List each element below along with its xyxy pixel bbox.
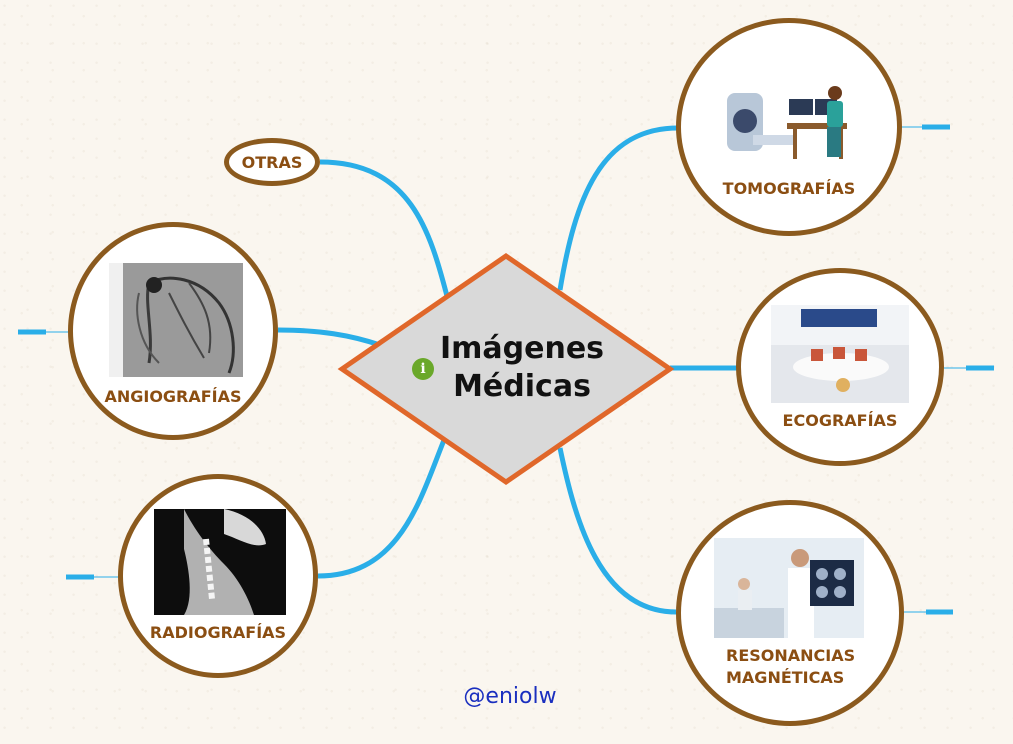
node-otras[interactable]: OTRAS — [224, 138, 320, 186]
node-resonancias-label-line1: RESONANCIAS — [726, 646, 856, 665]
doctor-mri-image — [714, 538, 864, 638]
connector-tomografias — [557, 125, 679, 291]
connector-resonancias — [557, 447, 677, 615]
node-otras-label: OTRAS — [241, 152, 303, 172]
connector-otras — [319, 159, 451, 301]
node-ecografias[interactable]: ECOGRAFÍAS — [736, 268, 944, 466]
node-radiografias[interactable]: RADIOGRAFÍAS — [118, 474, 318, 678]
ct-scanner-image — [723, 79, 863, 175]
ultrasound-image — [771, 305, 909, 403]
connector-angiografias — [277, 327, 381, 348]
xray-neck-image — [154, 509, 286, 615]
node-tomografias[interactable]: TOMOGRAFÍAS — [676, 18, 902, 236]
author-handle: @eniolw — [463, 684, 557, 709]
central-diamond — [337, 252, 675, 486]
node-resonancias[interactable]: RESONANCIAS MAGNÉTICAS — [676, 500, 904, 726]
angiogram-image — [109, 263, 243, 377]
info-icon[interactable]: i — [412, 358, 434, 380]
node-ecografias-label: ECOGRAFÍAS — [782, 411, 898, 430]
connector-radiografias — [317, 439, 447, 579]
node-angiografias[interactable]: ANGIOGRAFÍAS — [68, 222, 278, 440]
central-title-line2: Médicas — [453, 369, 591, 404]
node-resonancias-label: RESONANCIAS MAGNÉTICAS — [726, 645, 899, 689]
central-title-line1: Imágenes — [439, 331, 605, 366]
node-tomografias-label: TOMOGRAFÍAS — [722, 179, 856, 198]
node-radiografias-label: RADIOGRAFÍAS — [149, 623, 287, 642]
central-topic[interactable]: Imágenes Médicas — [432, 330, 612, 406]
node-resonancias-label-line2: MAGNÉTICAS — [726, 668, 845, 687]
node-angiografias-label: ANGIOGRAFÍAS — [104, 387, 242, 406]
